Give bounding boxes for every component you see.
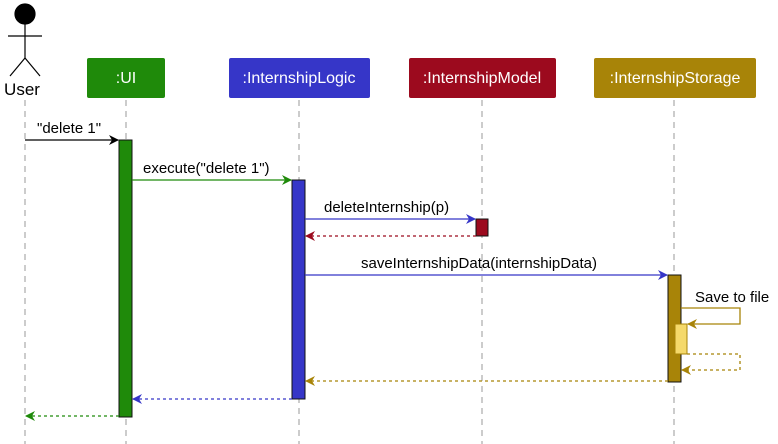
participant-ui-box	[87, 58, 165, 98]
message-delete-label: "delete 1"	[37, 120, 101, 137]
participant-model-label: :InternshipModel	[423, 70, 541, 87]
participant-storage-box	[594, 58, 756, 98]
actor-user-icon	[8, 3, 42, 77]
activation-logic	[291, 179, 306, 400]
participant-model-box	[409, 58, 556, 98]
message-save-file-label: Save to file	[695, 289, 769, 306]
message-execute-label: execute("delete 1")	[143, 160, 270, 177]
return-save-file-arrow	[681, 353, 741, 375]
activation-storage-self	[674, 323, 688, 355]
message-save-data-label: saveInternshipData(internshipData)	[361, 255, 597, 272]
participant-storage-label: :InternshipStorage	[610, 70, 741, 87]
participant-logic-label: :InternshipLogic	[243, 70, 356, 87]
activation-model	[475, 218, 489, 237]
participant-logic-box	[229, 58, 370, 98]
message-save-file-arrow	[681, 307, 741, 329]
message-delete-internship-label: deleteInternship(p)	[324, 199, 449, 216]
activation-ui	[118, 139, 133, 418]
actor-user-label: User	[4, 80, 40, 99]
participant-ui-label: :UI	[116, 70, 136, 87]
